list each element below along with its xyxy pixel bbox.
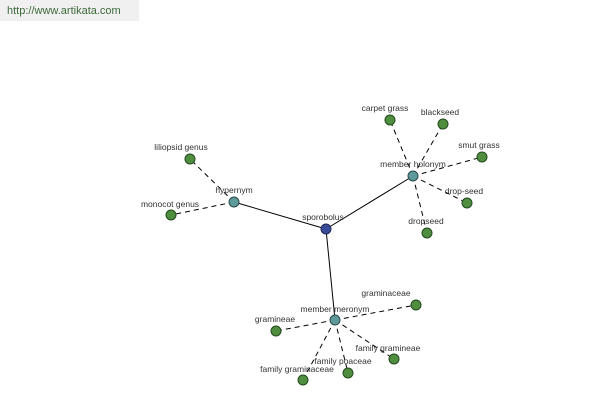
node-leaf-liliopsid-genus[interactable] <box>184 153 196 165</box>
node-label-hypernym[interactable]: hypernym <box>215 185 252 195</box>
node-leaf-family-graminaceae[interactable] <box>297 374 309 386</box>
node-label-graminaceae[interactable]: graminaceae <box>361 288 410 298</box>
node-leaf-graminaceae[interactable] <box>410 299 422 311</box>
node-leaf-gramineae[interactable] <box>270 325 282 337</box>
node-leaf-carpet-grass[interactable] <box>384 114 396 126</box>
edge-member-meronym-to-gramineae <box>275 319 336 332</box>
node-center[interactable] <box>320 223 332 235</box>
edge-member-meronym-to-family-poaceae <box>334 319 349 374</box>
node-label-blackseed[interactable]: blackseed <box>421 107 460 117</box>
node-label-family-gramineae[interactable]: family gramineae <box>356 343 421 353</box>
url-banner[interactable]: http://www.artikata.com <box>0 0 139 21</box>
edge-member-holonym-to-smut-grass <box>412 156 483 177</box>
node-hub-hypernym[interactable] <box>228 196 240 208</box>
edge-member-meronym-to-family-graminaceae <box>302 319 336 381</box>
edge-center-to-member-meronym <box>325 228 336 321</box>
node-label-drop-seed[interactable]: drop-seed <box>445 186 484 196</box>
edge-member-holonym-to-dropseed <box>412 175 428 234</box>
node-label-center[interactable]: sporobolus <box>302 212 344 222</box>
edge-member-holonym-to-drop-seed <box>412 175 468 204</box>
label-layer: sporobolus hypernym liliopsid genus monocot… <box>141 103 500 374</box>
node-label-gramineae[interactable]: gramineae <box>255 314 295 324</box>
node-label-smut-grass[interactable]: smut grass <box>458 140 500 150</box>
node-leaf-smut-grass[interactable] <box>476 151 488 163</box>
node-leaf-drop-seed[interactable] <box>461 197 473 209</box>
node-leaf-dropseed[interactable] <box>421 227 433 239</box>
node-label-family-poaceae[interactable]: family poaceae <box>314 356 371 366</box>
node-leaf-family-gramineae[interactable] <box>388 353 400 365</box>
node-hub-member-meronym[interactable] <box>329 314 341 326</box>
edge-member-meronym-to-family-gramineae <box>334 319 395 360</box>
node-leaf-blackseed[interactable] <box>437 118 449 130</box>
node-hub-member-holonym[interactable] <box>407 170 419 182</box>
edge-center-to-member-holonym <box>325 175 414 230</box>
node-label-monocot-genus[interactable]: monocot genus <box>141 199 199 209</box>
node-label-carpet-grass[interactable]: carpet grass <box>362 103 409 113</box>
edge-layer <box>170 119 483 381</box>
node-layer <box>165 114 488 386</box>
edge-center-to-hypernym <box>233 201 327 230</box>
node-label-liliopsid-genus[interactable]: liliopsid genus <box>154 142 207 152</box>
node-leaf-monocot-genus[interactable] <box>165 209 177 221</box>
edge-member-holonym-to-blackseed <box>412 123 444 177</box>
url-text[interactable]: http://www.artikata.com <box>7 5 121 17</box>
edge-hypernym-to-monocot-genus <box>170 201 235 216</box>
edge-hypernym-to-liliopsid-genus <box>189 158 235 203</box>
node-leaf-family-poaceae[interactable] <box>342 367 354 379</box>
node-label-family-graminaceae[interactable]: family graminaceae <box>260 364 334 374</box>
node-label-member-holonym[interactable]: member holonym <box>380 159 446 169</box>
edge-member-holonym-to-carpet-grass <box>389 119 414 177</box>
edge-member-meronym-to-graminaceae <box>334 304 417 321</box>
node-label-member-meronym[interactable]: member meronym <box>301 304 370 314</box>
node-label-dropseed[interactable]: dropseed <box>408 216 444 226</box>
